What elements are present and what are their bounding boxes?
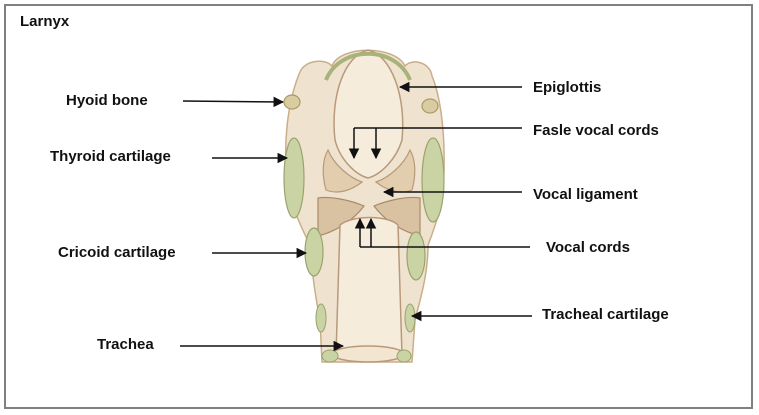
trachea-label: Trachea [97, 336, 154, 353]
larynx-illustration [284, 50, 444, 362]
vocal-cords-label: Vocal cords [546, 239, 630, 256]
trachea-lumen [336, 218, 402, 356]
false-vocal-cords-label: Fasle vocal cords [533, 122, 659, 139]
thyroid-cartilage-right [422, 138, 444, 222]
tracheal-cartilage-bottom-left [322, 350, 338, 362]
trachea-opening [332, 346, 404, 362]
thyroid-cartilage-left [284, 138, 304, 218]
cricoid-cartilage-label: Cricoid cartilage [58, 244, 176, 261]
vocal-ligament-label: Vocal ligament [533, 186, 638, 203]
epiglottis-label: Epiglottis [533, 79, 601, 96]
tracheal-cartilage-label: Tracheal cartilage [542, 306, 669, 323]
tracheal-cartilage-left [316, 304, 326, 332]
hyoid-bone-arrow [183, 101, 283, 102]
tracheal-cartilage-right [405, 304, 415, 332]
cricoid-cartilage-left [305, 228, 323, 276]
diagram-title: Larnyx [20, 13, 69, 30]
cricoid-cartilage-right [407, 232, 425, 280]
thyroid-cartilage-label: Thyroid cartilage [50, 148, 171, 165]
hyoid-bone-left [284, 95, 300, 109]
hyoid-bone-label: Hyoid bone [66, 92, 148, 109]
tracheal-cartilage-bottom-right [397, 350, 411, 362]
hyoid-bone-right [422, 99, 438, 113]
